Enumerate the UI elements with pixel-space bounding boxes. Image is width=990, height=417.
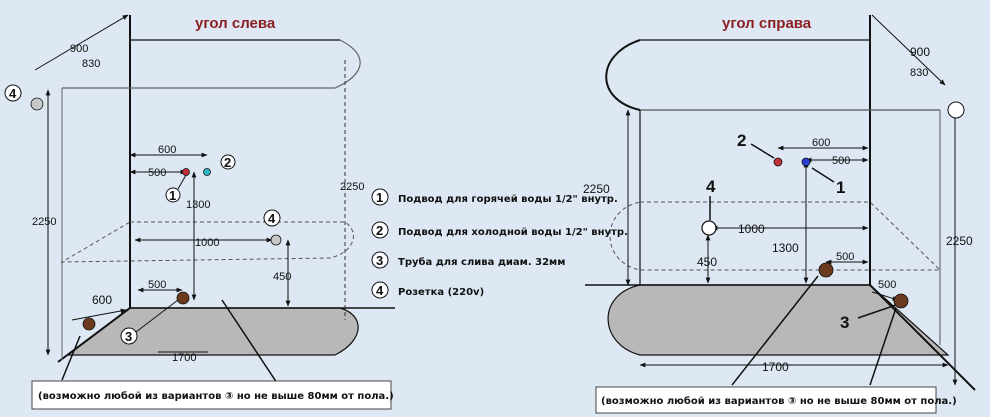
- legend-2-circle: [371, 221, 389, 239]
- right-dim-500c-line: [871, 291, 899, 301]
- right-marker-2: 2: [737, 131, 746, 150]
- legend-4-num: 4: [376, 283, 384, 298]
- right-dim-500: 500: [832, 155, 850, 167]
- right-marker-2-leader: [750, 143, 775, 159]
- left-floor: [66, 307, 359, 356]
- left-cold-water-point: [203, 168, 211, 176]
- right-wall-base: [869, 284, 976, 391]
- legend: 1 Подвод для горячей воды 1/2" внутр. 2 …: [371, 188, 628, 299]
- left-marker-4b-circle: [263, 209, 281, 227]
- right-dim-830: 830: [910, 67, 928, 79]
- right-marker-1: 1: [836, 178, 845, 197]
- left-dim-1700: 1700: [172, 352, 196, 364]
- right-drain-point-b: [893, 293, 909, 309]
- right-top-curtain: [605, 39, 641, 111]
- left-marker-2-circle: [220, 154, 236, 170]
- right-marker-3-leader: [857, 304, 897, 319]
- legend-4-circle: [371, 281, 389, 299]
- right-note-leader-b: [869, 307, 897, 386]
- left-dim-900-line: [34, 14, 129, 71]
- left-note-box: [31, 380, 392, 410]
- left-dim-500: 500: [148, 167, 166, 179]
- right-diagram: угол справа 900 830 600 500 2250 2250 10…: [583, 14, 976, 414]
- legend-3-circle: [371, 251, 389, 269]
- left-title: угол слева: [195, 15, 276, 32]
- right-dim-2250b: 2250: [946, 234, 973, 248]
- left-drain-point-a: [176, 291, 190, 305]
- right-note-leader-a: [731, 275, 819, 386]
- legend-1-circle: [371, 188, 389, 206]
- right-floor: [607, 284, 950, 356]
- right-dim-500c: 500: [878, 279, 896, 291]
- right-dim-500b: 500: [836, 251, 854, 263]
- left-dim-500b: 500: [148, 279, 166, 291]
- left-marker-4a: 4: [9, 86, 17, 101]
- right-dim-600: 600: [812, 137, 830, 149]
- left-top-curtain: [62, 39, 361, 89]
- left-dim-600b: 600: [92, 293, 112, 307]
- legend-4-text: Розетка (220v): [398, 287, 484, 298]
- left-dim-450: 450: [273, 271, 291, 283]
- left-hot-water-point: [182, 168, 190, 176]
- right-dim-450: 450: [697, 255, 717, 269]
- right-marker-1-leader: [811, 167, 835, 183]
- left-dim-900: 900: [70, 43, 88, 55]
- right-marker-3: 3: [840, 313, 849, 332]
- right-socket-point: [701, 220, 717, 236]
- right-dim-1300: 1300: [772, 241, 799, 255]
- legend-1-num: 1: [376, 190, 383, 205]
- right-socket-wall-icon: [947, 101, 965, 119]
- left-marker-1-leader: [177, 174, 187, 190]
- legend-3-text: Труба для слива диам. 32мм: [398, 256, 565, 268]
- left-marker-4b: 4: [268, 211, 276, 226]
- left-dim-2250a: 2250: [32, 216, 56, 228]
- left-wall-base: [57, 307, 131, 363]
- left-note: (возможно любой из вариантов ③ но не выш…: [38, 390, 394, 402]
- right-dim-900-line: [871, 14, 946, 86]
- legend-2-num: 2: [376, 223, 383, 238]
- legend-2-text: Подвод для холодной воды 1/2" внутр.: [398, 227, 628, 238]
- left-marker-2: 2: [224, 155, 231, 170]
- left-note-leader-b: [61, 335, 81, 381]
- left-dim-1000: 1000: [195, 237, 219, 249]
- right-dim-900: 900: [910, 45, 930, 59]
- left-dim-1300: 1300: [186, 199, 210, 211]
- right-title: угол справа: [722, 15, 812, 32]
- left-dim-600: 600: [158, 144, 176, 156]
- right-dim-1700: 1700: [762, 360, 789, 374]
- left-drain-point-b: [82, 317, 96, 331]
- legend-3-num: 3: [376, 253, 383, 268]
- left-marker-1-circle: [165, 187, 181, 203]
- left-marker-3: 3: [125, 329, 132, 344]
- left-dim-600b-line: [71, 308, 127, 321]
- legend-1-text: Подвод для горячей воды 1/2" внутр.: [398, 194, 618, 205]
- left-marker-3-leader: [135, 299, 179, 333]
- right-dim-2250a: 2250: [583, 182, 610, 196]
- left-marker-1: 1: [169, 188, 176, 203]
- right-note: (возможно любой из вариантов ③ но не выш…: [601, 395, 957, 407]
- right-bath-outline: [609, 201, 942, 271]
- right-marker-4: 4: [706, 177, 716, 196]
- left-bath-outline: [60, 221, 354, 263]
- left-diagram: угол слева 900 830 600 500 1300 2250 225…: [4, 14, 395, 410]
- right-cold-water-point: [801, 157, 811, 167]
- right-hot-water-point: [773, 157, 783, 167]
- left-dim-830: 830: [82, 58, 100, 70]
- right-drain-point-a: [818, 262, 834, 278]
- left-socket-wall-icon: [30, 97, 44, 111]
- left-marker-4a-circle: [4, 84, 22, 102]
- left-marker-3-circle: [120, 327, 138, 345]
- right-dim-1000: 1000: [738, 222, 765, 236]
- left-note-leader-a: [221, 299, 286, 396]
- left-socket-point: [270, 234, 282, 246]
- right-note-box: [595, 386, 937, 414]
- left-dim-2250b: 2250: [340, 181, 364, 193]
